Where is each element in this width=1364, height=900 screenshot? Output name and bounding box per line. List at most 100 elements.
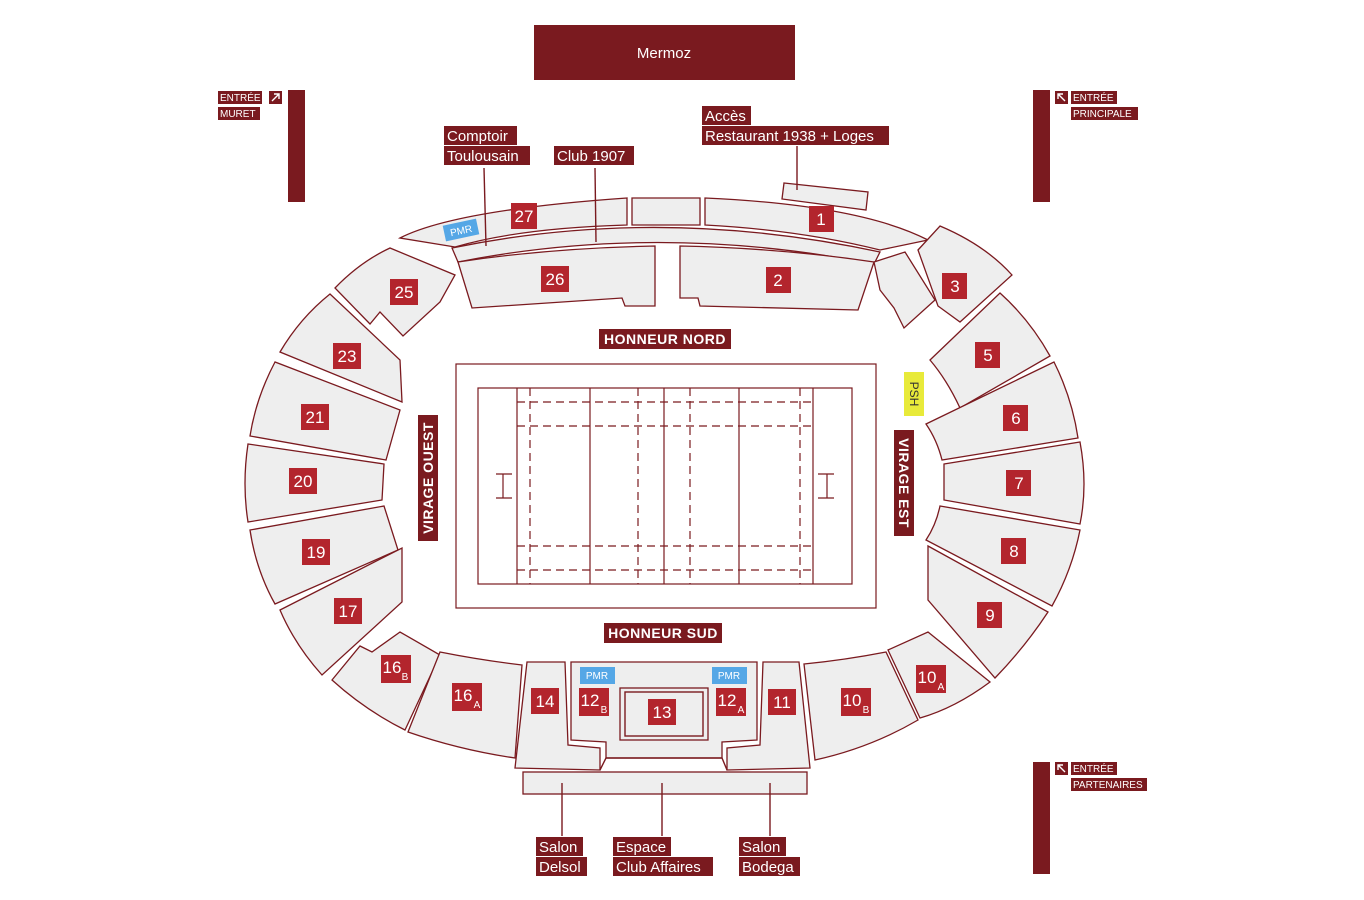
pmr-north: PMR	[442, 218, 480, 242]
badge-11-num: 11	[773, 693, 791, 712]
lounge-bar[interactable]	[522, 771, 808, 795]
badge-11[interactable]: 11	[768, 689, 796, 715]
label-bodega-line1: Salon	[742, 839, 780, 856]
entry-muret[interactable]: ENTRÉE MURET	[218, 91, 282, 120]
badge-10b-sub: B	[863, 705, 870, 716]
badge-20[interactable]: 20	[289, 468, 317, 494]
block-1-box[interactable]	[781, 182, 869, 211]
badge-7[interactable]: 7	[1006, 470, 1031, 496]
badge-12b[interactable]: 12B	[579, 688, 609, 716]
badge-12b-sub: B	[601, 705, 608, 716]
badge-14[interactable]: 14	[531, 688, 559, 714]
comptoir-callout	[483, 167, 487, 247]
badge-23-num: 23	[338, 347, 357, 366]
badge-10b[interactable]: 10B	[841, 688, 871, 716]
badge-21-num: 21	[306, 408, 325, 427]
stand-est-label: VIRAGE EST	[896, 438, 912, 528]
badge-26-num: 26	[546, 270, 565, 289]
badge-5-num: 5	[983, 346, 992, 365]
pmr-south-right-label: PMR	[718, 671, 740, 682]
psh-label: PSH	[907, 382, 921, 407]
badge-16b-num: 16	[383, 658, 402, 677]
badge-8[interactable]: 8	[1001, 538, 1026, 564]
badge-10a-sub: A	[938, 682, 945, 693]
badge-23[interactable]: 23	[333, 343, 361, 369]
badge-1[interactable]: 1	[809, 206, 834, 232]
badge-16b[interactable]: 16B	[381, 655, 411, 683]
label-salon-bodega[interactable]: Salon Bodega	[739, 837, 800, 876]
badge-12a[interactable]: 12A	[716, 688, 746, 716]
block-top-middle[interactable]	[631, 197, 701, 226]
arrow-up-left-icon	[1057, 764, 1066, 773]
badge-16a-num: 16	[454, 686, 473, 705]
pitch-field	[477, 387, 853, 585]
entry-partenaires[interactable]: ENTRÉE PARTENAIRES	[1055, 762, 1147, 791]
block-6[interactable]	[925, 361, 1079, 461]
club1907-callout	[594, 167, 597, 243]
label-bodega-line2: Bodega	[742, 859, 794, 876]
label-acces-line1: Accès	[705, 108, 746, 125]
entry-principale[interactable]: ENTRÉE PRINCIPALE	[1055, 91, 1138, 120]
badge-1-num: 1	[816, 210, 825, 229]
stand-nord-label: HONNEUR NORD	[604, 331, 726, 347]
badge-25[interactable]: 25	[390, 279, 418, 305]
badge-8-num: 8	[1009, 542, 1018, 561]
badge-16a[interactable]: 16A	[452, 683, 482, 711]
stand-sud-label: HONNEUR SUD	[608, 625, 718, 641]
badge-26[interactable]: 26	[541, 266, 569, 292]
badge-19-num: 19	[307, 543, 326, 562]
badge-3-num: 3	[950, 277, 959, 296]
badge-10b-num: 10	[843, 691, 862, 710]
pmr-south-left: PMR	[580, 667, 615, 684]
badge-6-num: 6	[1011, 409, 1020, 428]
label-salon-delsol[interactable]: Salon Delsol	[536, 837, 587, 876]
badge-14-num: 14	[536, 692, 555, 711]
label-club1907[interactable]: Club 1907	[554, 146, 634, 165]
badge-7-num: 7	[1014, 474, 1023, 493]
badge-27[interactable]: 27	[511, 203, 537, 229]
badge-16b-sub: B	[402, 672, 409, 683]
label-comptoir[interactable]: Comptoir Toulousain	[444, 126, 530, 165]
badge-17-num: 17	[339, 602, 358, 621]
pmr-south-left-label: PMR	[586, 671, 608, 682]
stand-ouest: VIRAGE OUEST	[418, 415, 438, 541]
badge-9[interactable]: 9	[977, 602, 1002, 628]
badge-12a-sub: A	[738, 705, 745, 716]
entry-principale-line1: ENTRÉE	[1073, 91, 1114, 104]
mermoz-label: Mermoz	[637, 45, 691, 62]
label-club1907-text: Club 1907	[557, 148, 625, 165]
badge-17[interactable]: 17	[334, 598, 362, 624]
badge-21[interactable]: 21	[301, 404, 329, 430]
badge-19[interactable]: 19	[302, 539, 330, 565]
badge-12b-num: 12	[581, 691, 600, 710]
badge-12a-num: 12	[718, 691, 737, 710]
badge-9-num: 9	[985, 606, 994, 625]
badge-2-num: 2	[773, 271, 782, 290]
badge-27-num: 27	[515, 207, 534, 226]
stand-ouest-label: VIRAGE OUEST	[420, 422, 436, 534]
label-delsol-line2: Delsol	[539, 859, 581, 876]
badge-13-num: 13	[653, 703, 672, 722]
badge-6[interactable]: 6	[1003, 405, 1028, 431]
badge-5[interactable]: 5	[975, 342, 1000, 368]
entry-partenaires-line1: ENTRÉE	[1073, 762, 1114, 775]
stand-sud: HONNEUR SUD	[604, 623, 722, 643]
pmr-north-label: PMR	[449, 224, 473, 239]
badge-2[interactable]: 2	[766, 267, 791, 293]
badge-10a[interactable]: 10A	[916, 665, 946, 693]
entry-partenaires-line2: PARTENAIRES	[1073, 780, 1143, 791]
entry-muret-line2: MURET	[220, 109, 256, 120]
stand-nord: HONNEUR NORD	[599, 329, 731, 349]
pitch	[455, 363, 877, 609]
mermoz-block: Mermoz	[534, 25, 795, 80]
badge-3[interactable]: 3	[942, 273, 967, 299]
block-3-inner[interactable]	[873, 251, 936, 330]
entry-partenaires-bar	[1033, 762, 1050, 874]
pmr-south-right: PMR	[712, 667, 747, 684]
label-espace[interactable]: Espace Club Affaires	[613, 837, 713, 876]
badge-13[interactable]: 13	[648, 699, 676, 725]
stand-est: VIRAGE EST	[894, 430, 914, 536]
label-comptoir-line2: Toulousain	[447, 148, 519, 165]
badge-10a-num: 10	[918, 668, 937, 687]
label-acces[interactable]: Accès Restaurant 1938 + Loges	[702, 106, 889, 145]
